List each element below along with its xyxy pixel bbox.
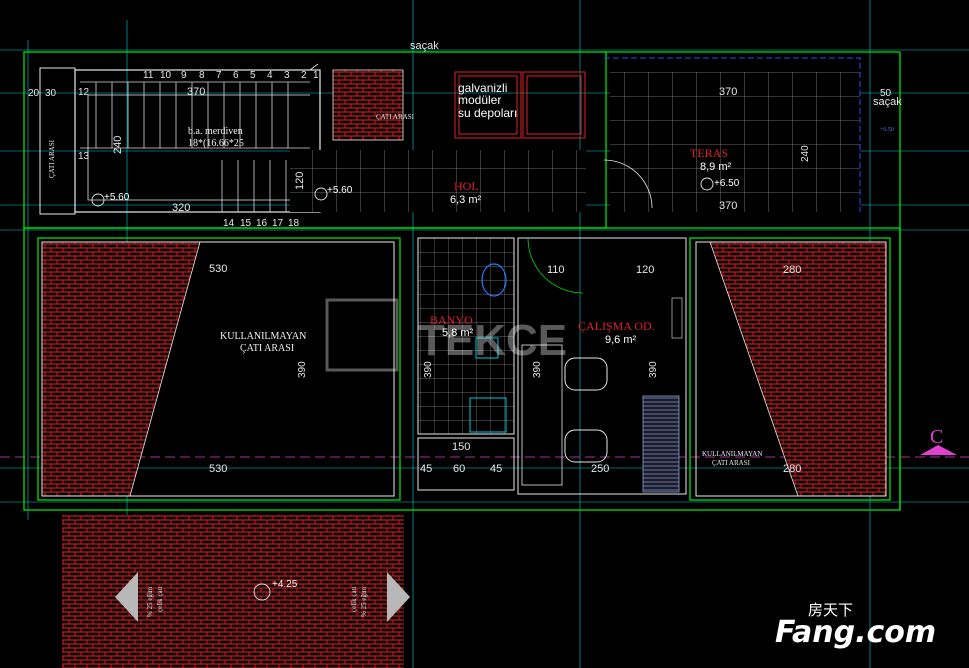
dim-30: 30 — [45, 88, 57, 99]
section-marker — [920, 445, 957, 455]
elev-425-roof: +4.25 — [272, 579, 298, 590]
dim-50: 50 — [880, 88, 892, 99]
roof-right — [710, 242, 886, 496]
stair-13: 13 — [78, 151, 90, 162]
logo-main-text: Fang.com — [775, 615, 936, 650]
room-bath-area: 5,8 m² — [442, 327, 474, 339]
watermark-text: TEKCE — [418, 316, 567, 365]
terrace-floor — [610, 72, 860, 212]
stair-17: 17 — [272, 218, 284, 229]
stair-4: 4 — [267, 70, 273, 81]
stair-9: 9 — [181, 70, 187, 81]
dim-120b: 120 — [636, 264, 654, 276]
stair-block — [39, 63, 321, 215]
dim-250: 250 — [591, 463, 609, 475]
attic-left-label: ÇATI ARASI — [48, 139, 56, 178]
stair-step-numbers: 11 10 9 8 7 6 5 4 3 2 1 12 13 14 15 16 1… — [78, 70, 319, 229]
stair-note-2: 18*(16.66*25 — [188, 138, 244, 149]
stair-2: 2 — [301, 70, 307, 81]
stair-11: 11 — [143, 70, 154, 81]
unused-attic-left-1: KULLANILMAYAN — [220, 331, 306, 342]
dim-390b: 390 — [423, 361, 434, 378]
dim-370a: 370 — [187, 86, 205, 98]
room-terrace-name: TERAS — [690, 146, 728, 160]
elev-650-terrace: +6.50 — [714, 178, 740, 189]
dim-60: 60 — [453, 463, 465, 475]
logo-cn-text: 房天下 — [808, 601, 853, 619]
dim-370c: 370 — [719, 200, 737, 212]
water-tank-line2: modüler — [458, 93, 501, 107]
stair-7: 7 — [216, 70, 222, 81]
elev-560-left: +5.60 — [104, 192, 130, 203]
dim-150: 150 — [452, 441, 470, 453]
dim-45b: 45 — [490, 463, 502, 475]
water-tanks — [454, 71, 586, 139]
unused-attic-right-2: ÇATI ARASI — [712, 459, 751, 467]
elev-560-hall: +5.60 — [327, 185, 353, 196]
room-hall-area: 6,3 m² — [450, 194, 482, 206]
water-tank-line1: galvanizli — [458, 81, 507, 95]
attic-top-label: ÇATI ARASI — [376, 113, 415, 121]
stair-8: 8 — [199, 70, 205, 81]
stair-14: 14 — [223, 218, 235, 229]
dim-280a: 280 — [783, 264, 801, 276]
watermark-logo-box — [325, 298, 399, 372]
stair-1: 1 — [313, 70, 319, 81]
stair-note-1: b.a. merdiven — [188, 126, 243, 137]
bathroom-floor — [417, 237, 515, 435]
dim-110: 110 — [547, 264, 565, 276]
stair-18: 18 — [288, 218, 300, 229]
stair-15: 15 — [240, 218, 252, 229]
elevation-symbols — [91, 177, 714, 601]
slope-left-2: çelik çatı — [156, 586, 164, 612]
roof-patch-top — [332, 69, 404, 141]
study-room — [517, 237, 687, 495]
stair-5: 5 — [250, 70, 256, 81]
dim-390d: 390 — [648, 361, 659, 378]
hall-floor — [290, 150, 586, 212]
unused-attic-left-2: ÇATI ARASI — [240, 343, 294, 354]
roof-left — [42, 242, 200, 496]
section-marker-label: C — [930, 426, 943, 448]
dim-240: 240 — [112, 136, 124, 154]
stair-10: 10 — [160, 70, 172, 81]
dim-240b: 240 — [800, 145, 811, 162]
right-eave-label: saçak — [873, 96, 902, 108]
room-terrace-area: 8,9 m² — [700, 161, 732, 173]
top-eave-label: saçak — [410, 40, 439, 52]
stair-16: 16 — [256, 218, 268, 229]
slope-right: % 25 eğim — [360, 586, 368, 617]
room-hall-name: HOL — [454, 179, 479, 193]
stair-6: 6 — [233, 70, 239, 81]
slope-left: % 25 eğim — [146, 586, 154, 617]
dim-280b: 280 — [783, 463, 801, 475]
outer-walls — [23, 51, 901, 511]
roof-bottom — [62, 515, 404, 668]
dim-390c: 390 — [532, 361, 543, 378]
dim-390a: 390 — [297, 361, 308, 378]
dim-530b: 530 — [209, 463, 227, 475]
dim-120: 120 — [294, 172, 306, 190]
room-study-name: ÇALIŞMA OD. — [578, 319, 655, 333]
stair-12: 12 — [78, 87, 90, 98]
elev-650-right: +6.50 — [880, 127, 894, 133]
stair-3: 3 — [284, 70, 290, 81]
dim-45a: 45 — [420, 463, 432, 475]
unused-attic-right-1: KULLANILMAYAN — [702, 450, 762, 458]
dim-530a: 530 — [209, 263, 227, 275]
dim-370b: 370 — [719, 86, 737, 98]
room-study-area: 9,6 m² — [605, 334, 637, 346]
slope-right-2: çelik çatı — [350, 586, 358, 612]
water-tank-line3: su depoları — [458, 106, 517, 120]
dim-320: 320 — [172, 202, 190, 214]
dim-20: 20 — [28, 88, 40, 99]
room-bath-name: BANYO — [430, 313, 473, 327]
